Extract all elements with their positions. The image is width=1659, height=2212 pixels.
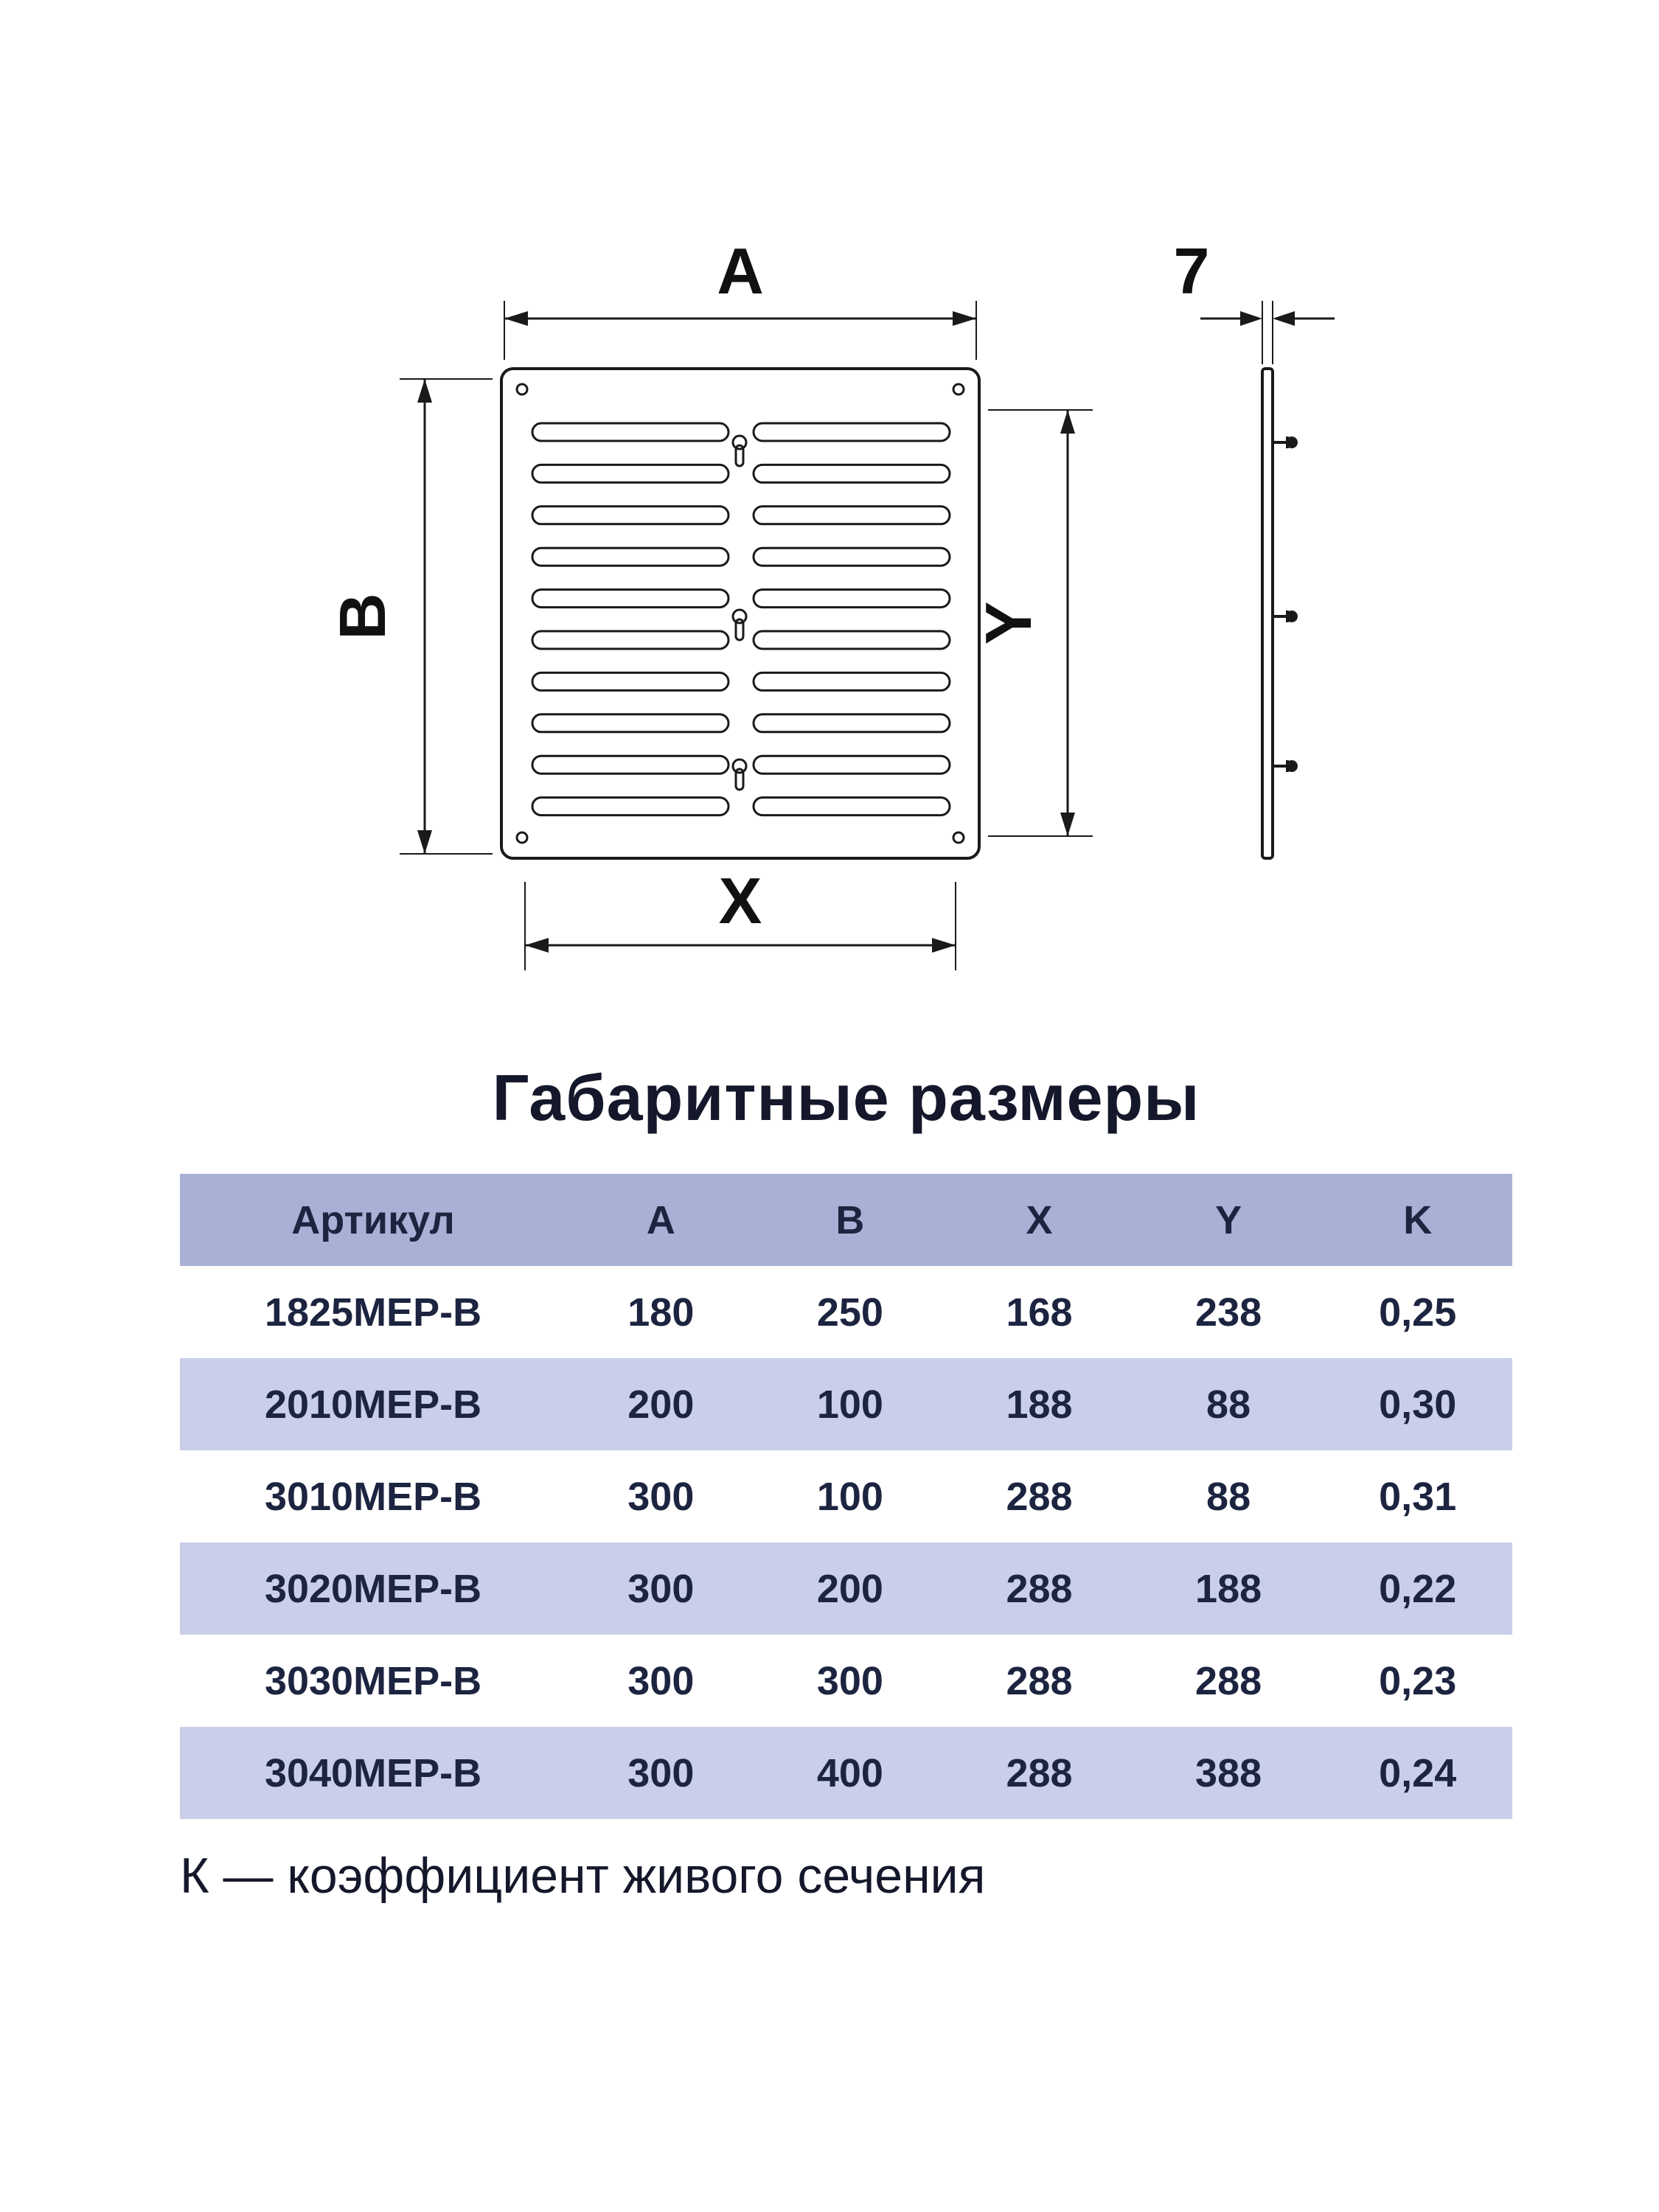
- screw-hole-icon: [952, 383, 965, 396]
- grille-slot: [752, 546, 951, 567]
- screw-hole-icon: [515, 383, 529, 396]
- grille-slot: [752, 713, 951, 734]
- article-cell: 3040МЕР-В: [264, 1750, 482, 1795]
- value-cell: 168: [1006, 1290, 1073, 1335]
- dimensions-table: Артикул A B X Y K 1825МЕР-В 180 250 168 238 0,25 20…: [180, 1174, 1512, 1819]
- grille-outline: [500, 367, 981, 860]
- table-row: 3040МЕР-В 300 400 288 388 0,24: [180, 1727, 1512, 1819]
- value-cell: 300: [627, 1750, 695, 1795]
- value-cell: 288: [1006, 1566, 1073, 1611]
- table-row: 3010МЕР-В 300 100 288 88 0,31: [180, 1450, 1512, 1543]
- value-cell: 0,23: [1379, 1658, 1457, 1703]
- grille-slot: [531, 463, 730, 484]
- value-cell: 88: [1206, 1474, 1251, 1519]
- footnote: К — коэффициент живого сечения: [180, 1848, 986, 1904]
- value-cell: 400: [816, 1750, 883, 1795]
- column-header-b: B: [835, 1197, 865, 1242]
- value-cell: 200: [816, 1566, 883, 1611]
- dimension-y: Y: [972, 409, 1093, 837]
- grille-slot: [752, 422, 951, 442]
- value-cell: 100: [816, 1382, 883, 1427]
- value-cell: 288: [1195, 1658, 1262, 1703]
- screw-hole-icon: [952, 831, 965, 844]
- value-cell: 188: [1006, 1382, 1073, 1427]
- value-cell: 300: [627, 1566, 695, 1611]
- grille-slot: [531, 713, 730, 734]
- grille-slot: [531, 796, 730, 817]
- value-cell: 100: [816, 1474, 883, 1519]
- corner-screws: [515, 383, 965, 844]
- screw-hole-icon: [515, 831, 529, 844]
- dimension-thickness: 7: [1174, 234, 1335, 364]
- mounting-clips: [1273, 437, 1298, 772]
- value-cell: 388: [1195, 1750, 1262, 1795]
- table-row: 1825МЕР-В 180 250 168 238 0,25: [180, 1266, 1512, 1358]
- keyhole-icon: [731, 434, 748, 467]
- grille-slot: [752, 796, 951, 817]
- grille-slot: [752, 754, 951, 775]
- article-cell: 3010МЕР-В: [264, 1474, 482, 1519]
- grille-slot: [752, 588, 951, 609]
- side-view: [1261, 367, 1298, 860]
- value-cell: 300: [816, 1658, 883, 1703]
- value-cell: 0,24: [1379, 1750, 1457, 1795]
- table-header-row: Артикул A B X Y K: [180, 1174, 1512, 1266]
- value-cell: 0,25: [1379, 1290, 1457, 1335]
- side-profile: [1261, 367, 1274, 860]
- dim-label-thickness: 7: [1174, 234, 1210, 307]
- column-header-y: Y: [1215, 1197, 1242, 1242]
- table-body: 1825МЕР-В 180 250 168 238 0,25 2010МЕР-В 200 100…: [180, 1266, 1512, 1819]
- value-cell: 250: [816, 1290, 883, 1335]
- table-row: 3020МЕР-В 300 200 288 188 0,22: [180, 1543, 1512, 1635]
- dimension-x: X: [524, 864, 956, 970]
- grille-slot: [531, 546, 730, 567]
- value-cell: 300: [627, 1474, 695, 1519]
- grille-slot: [531, 754, 730, 775]
- technical-drawing: A B X Y: [326, 234, 1335, 970]
- dim-label-a: A: [717, 234, 764, 307]
- section-title: Габаритные размеры: [492, 1061, 1200, 1134]
- dimension-b: B: [326, 378, 493, 855]
- value-cell: 188: [1195, 1566, 1262, 1611]
- grille-slot: [752, 671, 951, 692]
- grille-slot: [752, 463, 951, 484]
- keyhole-icon: [731, 758, 748, 791]
- value-cell: 288: [1006, 1658, 1073, 1703]
- table-row: 2010МЕР-В 200 100 188 88 0,30: [180, 1358, 1512, 1450]
- value-cell: 238: [1195, 1290, 1262, 1335]
- value-cell: 0,22: [1379, 1566, 1457, 1611]
- column-header-k: K: [1403, 1197, 1433, 1242]
- column-header-a: A: [646, 1197, 675, 1242]
- article-cell: 1825МЕР-В: [264, 1290, 482, 1335]
- value-cell: 88: [1206, 1382, 1251, 1427]
- keyhole-icon: [731, 608, 748, 641]
- value-cell: 180: [627, 1290, 695, 1335]
- table-row: 3030МЕР-В 300 300 288 288 0,23: [180, 1635, 1512, 1727]
- dim-label-x: X: [719, 864, 762, 937]
- value-cell: 0,30: [1379, 1382, 1457, 1427]
- slot-grid: [531, 422, 951, 817]
- dimension-a: A: [504, 234, 977, 360]
- value-cell: 288: [1006, 1474, 1073, 1519]
- grille-slot: [752, 630, 951, 650]
- grille-slot: [531, 630, 730, 650]
- value-cell: 200: [627, 1382, 695, 1427]
- value-cell: 288: [1006, 1750, 1073, 1795]
- article-cell: 2010МЕР-В: [264, 1382, 482, 1427]
- front-view: [500, 367, 981, 860]
- article-cell: 3020МЕР-В: [264, 1566, 482, 1611]
- grille-slot: [752, 505, 951, 526]
- grille-slot: [531, 588, 730, 609]
- dim-label-b: B: [326, 593, 399, 640]
- article-cell: 3030МЕР-В: [264, 1658, 482, 1703]
- grille-slot: [531, 422, 730, 442]
- value-cell: 0,31: [1379, 1474, 1457, 1519]
- column-header-article: Артикул: [291, 1197, 455, 1242]
- column-header-x: X: [1026, 1197, 1053, 1242]
- grille-slot: [531, 505, 730, 526]
- grille-slot: [531, 671, 730, 692]
- dim-label-y: Y: [972, 602, 1045, 645]
- value-cell: 300: [627, 1658, 695, 1703]
- keyholes: [731, 434, 748, 791]
